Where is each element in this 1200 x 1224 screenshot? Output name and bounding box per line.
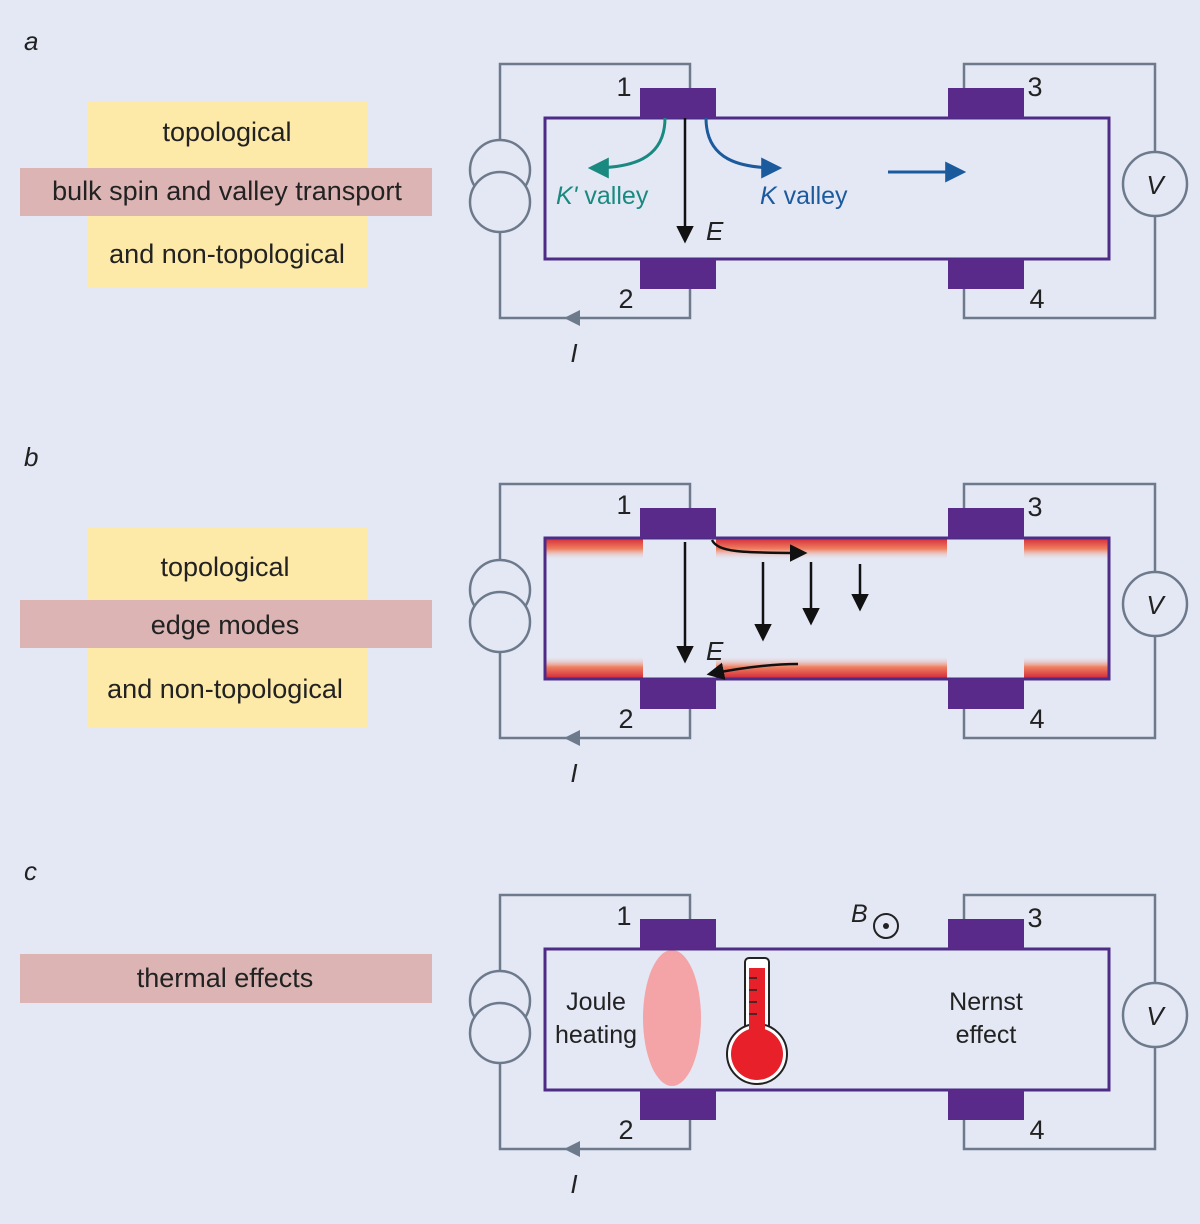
contact-3-label: 3	[1027, 903, 1042, 933]
label-bot: and non-topological	[109, 239, 345, 269]
contact-4-label: 4	[1029, 704, 1044, 734]
field-label: E	[706, 216, 724, 246]
voltmeter-label: V	[1146, 170, 1166, 200]
circuit-wires	[498, 482, 1157, 740]
voltmeter-label: V	[1146, 590, 1166, 620]
voltmeter	[1121, 570, 1189, 638]
contact-1-label: 1	[616, 490, 631, 520]
panel-c: c thermal effects V	[20, 856, 1189, 1199]
voltmeter-label: V	[1146, 1001, 1166, 1031]
magnetic-field-label: B	[851, 900, 868, 928]
thermometer-icon	[726, 957, 788, 1085]
label-top: topological	[160, 552, 289, 582]
current-label: I	[570, 758, 577, 788]
contact-2-label: 2	[618, 704, 633, 734]
k-valley-label: K valley	[760, 182, 848, 210]
current-label: I	[570, 338, 577, 368]
joule-label-line2: heating	[555, 1021, 637, 1049]
contact-3-label: 3	[1027, 72, 1042, 102]
current-label: I	[570, 1169, 577, 1199]
contacts	[640, 88, 1024, 289]
joule-heating-spot	[643, 950, 701, 1086]
k-prime-valley-arrow	[587, 117, 667, 179]
field-out-of-page-icon	[873, 913, 899, 939]
label-box-pink	[20, 954, 432, 1003]
hall-bar	[543, 947, 1111, 1092]
contact-2-label: 2	[618, 284, 633, 314]
label-top: topological	[162, 117, 291, 147]
voltmeter	[1121, 981, 1189, 1049]
label-mid: thermal effects	[137, 963, 314, 993]
contacts	[640, 919, 1024, 1120]
contact-2-label: 2	[618, 1115, 633, 1145]
panel-letter: a	[24, 26, 38, 56]
joule-label-line1: Joule	[566, 988, 626, 1016]
panel-letter: b	[24, 442, 38, 472]
label-bot: and non-topological	[107, 674, 343, 704]
voltmeter	[1121, 150, 1189, 218]
contact-3-label: 3	[1027, 492, 1042, 522]
k-valley-arrow	[704, 117, 783, 179]
hall-bar	[543, 116, 1111, 261]
label-box-pink	[20, 168, 432, 216]
field-label: E	[706, 636, 724, 666]
current-source	[468, 969, 532, 1065]
current-arrow	[564, 310, 580, 326]
k-prime-valley-label: K' valley	[556, 182, 649, 210]
current-arrow	[564, 1141, 580, 1157]
panel-letter: c	[24, 856, 37, 886]
label-box-pink	[20, 600, 432, 648]
bottom-edge-current-arrow	[706, 662, 799, 680]
field-arrows	[676, 542, 869, 664]
nernst-label-line2: effect	[956, 1021, 1017, 1049]
contact-1-label: 1	[616, 72, 631, 102]
label-mid: edge modes	[151, 610, 300, 640]
contact-4-label: 4	[1029, 284, 1044, 314]
top-edge-current-arrow	[710, 539, 808, 562]
current-arrow	[564, 730, 580, 746]
edge-modes	[546, 538, 1108, 678]
nernst-label-line1: Nernst	[949, 988, 1023, 1016]
hall-bar	[543, 536, 1111, 681]
current-source	[468, 558, 532, 654]
panel-b: b topological edge modes and non-topolog…	[20, 442, 1189, 788]
contacts	[640, 508, 1024, 709]
contact-4-label: 4	[1029, 1115, 1044, 1145]
contact-1-label: 1	[616, 901, 631, 931]
current-source	[468, 138, 532, 234]
label-mid: bulk spin and valley transport	[52, 176, 402, 206]
panel-a: a topological bulk spin and valley trans…	[20, 26, 1189, 368]
